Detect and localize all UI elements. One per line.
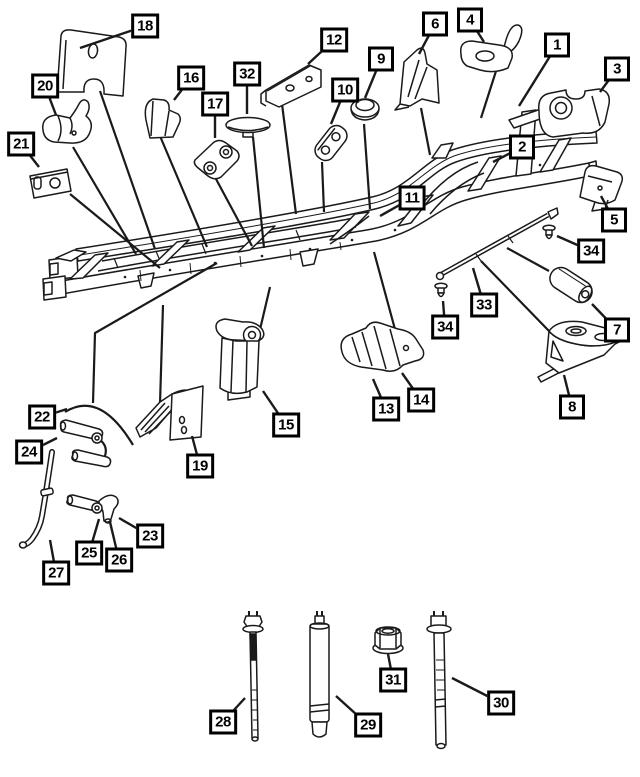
- callout-17: 17: [201, 91, 229, 117]
- part-shield-bracket-18: [56, 29, 127, 97]
- part-stud-29: [309, 611, 330, 738]
- part-bracket-21: [29, 168, 72, 199]
- frame-drawing: [42, 108, 598, 301]
- callout-9: 9: [368, 46, 394, 72]
- callout-34: 34: [577, 238, 605, 264]
- part-bracket-17: [193, 139, 240, 180]
- callout-28: 28: [209, 709, 237, 735]
- callout-22: 22: [28, 404, 56, 430]
- callout-3: 3: [604, 56, 630, 82]
- part-skid-bracket-8: [537, 320, 624, 383]
- callout-11: 11: [398, 185, 426, 211]
- callout-7: 7: [604, 317, 630, 343]
- part-tow-hook-20: [42, 99, 93, 144]
- callout-25: 25: [75, 540, 103, 566]
- part-bolt-28: [242, 611, 264, 742]
- part-grommet-9: [350, 98, 380, 121]
- callout-32: 32: [233, 61, 261, 87]
- callout-26: 26: [105, 547, 133, 573]
- part-push-pin-34-left: [434, 282, 448, 298]
- callout-33: 33: [470, 292, 498, 318]
- callout-18: 18: [131, 13, 159, 39]
- callout-21: 21: [7, 131, 35, 157]
- part-hook-rod-27: [18, 449, 55, 549]
- callout-16: 16: [177, 65, 205, 91]
- callout-31: 31: [379, 667, 407, 693]
- callout-1: 1: [544, 32, 570, 58]
- part-link-rod-33: [435, 207, 559, 281]
- part-bracket-12: [260, 64, 322, 108]
- callout-23: 23: [136, 523, 164, 549]
- part-bolt-30: [426, 611, 452, 750]
- callout-13: 13: [372, 396, 400, 422]
- part-skid-plate-13-14: [340, 321, 425, 372]
- part-pin-link-22: [59, 419, 112, 468]
- callout-15: 15: [272, 412, 300, 438]
- part-roller-7: [549, 266, 593, 304]
- part-plug-32: [225, 116, 271, 138]
- part-to-frame-lines: [64, 67, 550, 446]
- callout-20: 20: [31, 73, 59, 99]
- callout-14: 14: [407, 387, 435, 413]
- part-flange-nut-31: [372, 626, 404, 655]
- callout-2: 2: [509, 134, 535, 160]
- part-push-pin-34-right: [542, 224, 556, 240]
- callout-12: 12: [320, 27, 348, 53]
- part-crossmember-bracket-3: [538, 88, 611, 138]
- part-bracket-16: [144, 98, 182, 139]
- part-brace-6: [394, 47, 440, 111]
- callout-8: 8: [559, 394, 585, 420]
- callout-10: 10: [331, 77, 359, 103]
- callout-34: 34: [431, 314, 459, 340]
- callout-24: 24: [15, 439, 43, 465]
- part-pin-link-23: [66, 494, 119, 524]
- part-bracket-10: [314, 124, 348, 162]
- callout-4: 4: [457, 7, 483, 33]
- callout-6: 6: [422, 11, 448, 37]
- callout-5: 5: [601, 207, 627, 233]
- part-saddle-bracket-19: [135, 385, 204, 441]
- part-mount-bracket-15: [215, 318, 265, 401]
- callout-19: 19: [186, 453, 214, 479]
- callout-27: 27: [42, 560, 70, 586]
- callout-29: 29: [354, 712, 382, 738]
- part-bracket-4: [459, 24, 523, 73]
- callout-30: 30: [487, 690, 515, 716]
